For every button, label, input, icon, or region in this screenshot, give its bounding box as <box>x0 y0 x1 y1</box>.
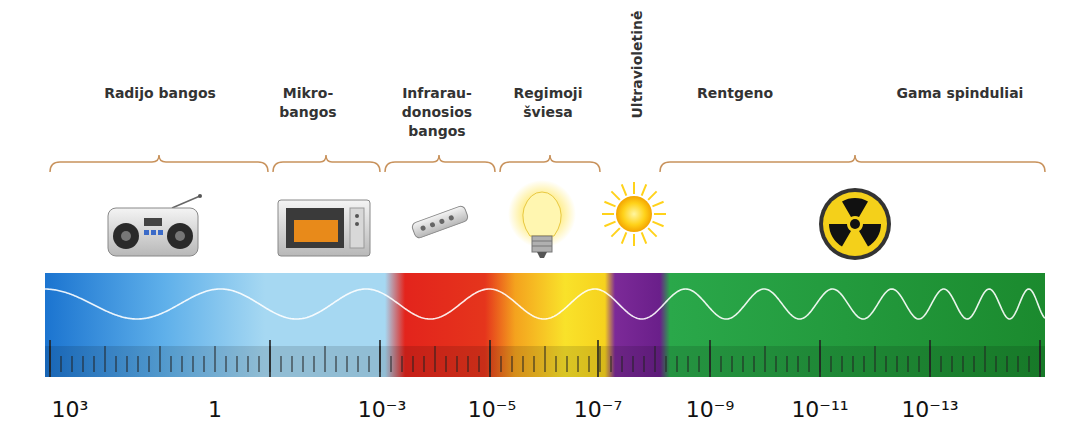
axis-value: 10⁻⁷ <box>574 397 622 423</box>
band-name: Ultravioletinė <box>627 10 646 118</box>
axis-value: 10⁻⁵ <box>468 397 516 423</box>
axis-value: 10⁻⁹ <box>686 397 734 423</box>
axis-value: 10⁻¹³ <box>901 397 958 423</box>
axis-value: 1 <box>208 397 222 423</box>
band-name: Gama spinduliai <box>880 84 1040 103</box>
band-name: Rentgeno <box>685 84 785 103</box>
band-name: Regimoji šviesa <box>509 84 587 122</box>
axis-value: 10³ <box>52 397 89 423</box>
axis-value: 10⁻¹¹ <box>791 397 848 423</box>
band-name: Infrarau- donosios bangos <box>397 84 477 141</box>
axis-value: 10⁻³ <box>358 397 406 423</box>
band-name: Mikro- bangos <box>276 84 340 122</box>
band-name: Radijo bangos <box>85 84 235 103</box>
